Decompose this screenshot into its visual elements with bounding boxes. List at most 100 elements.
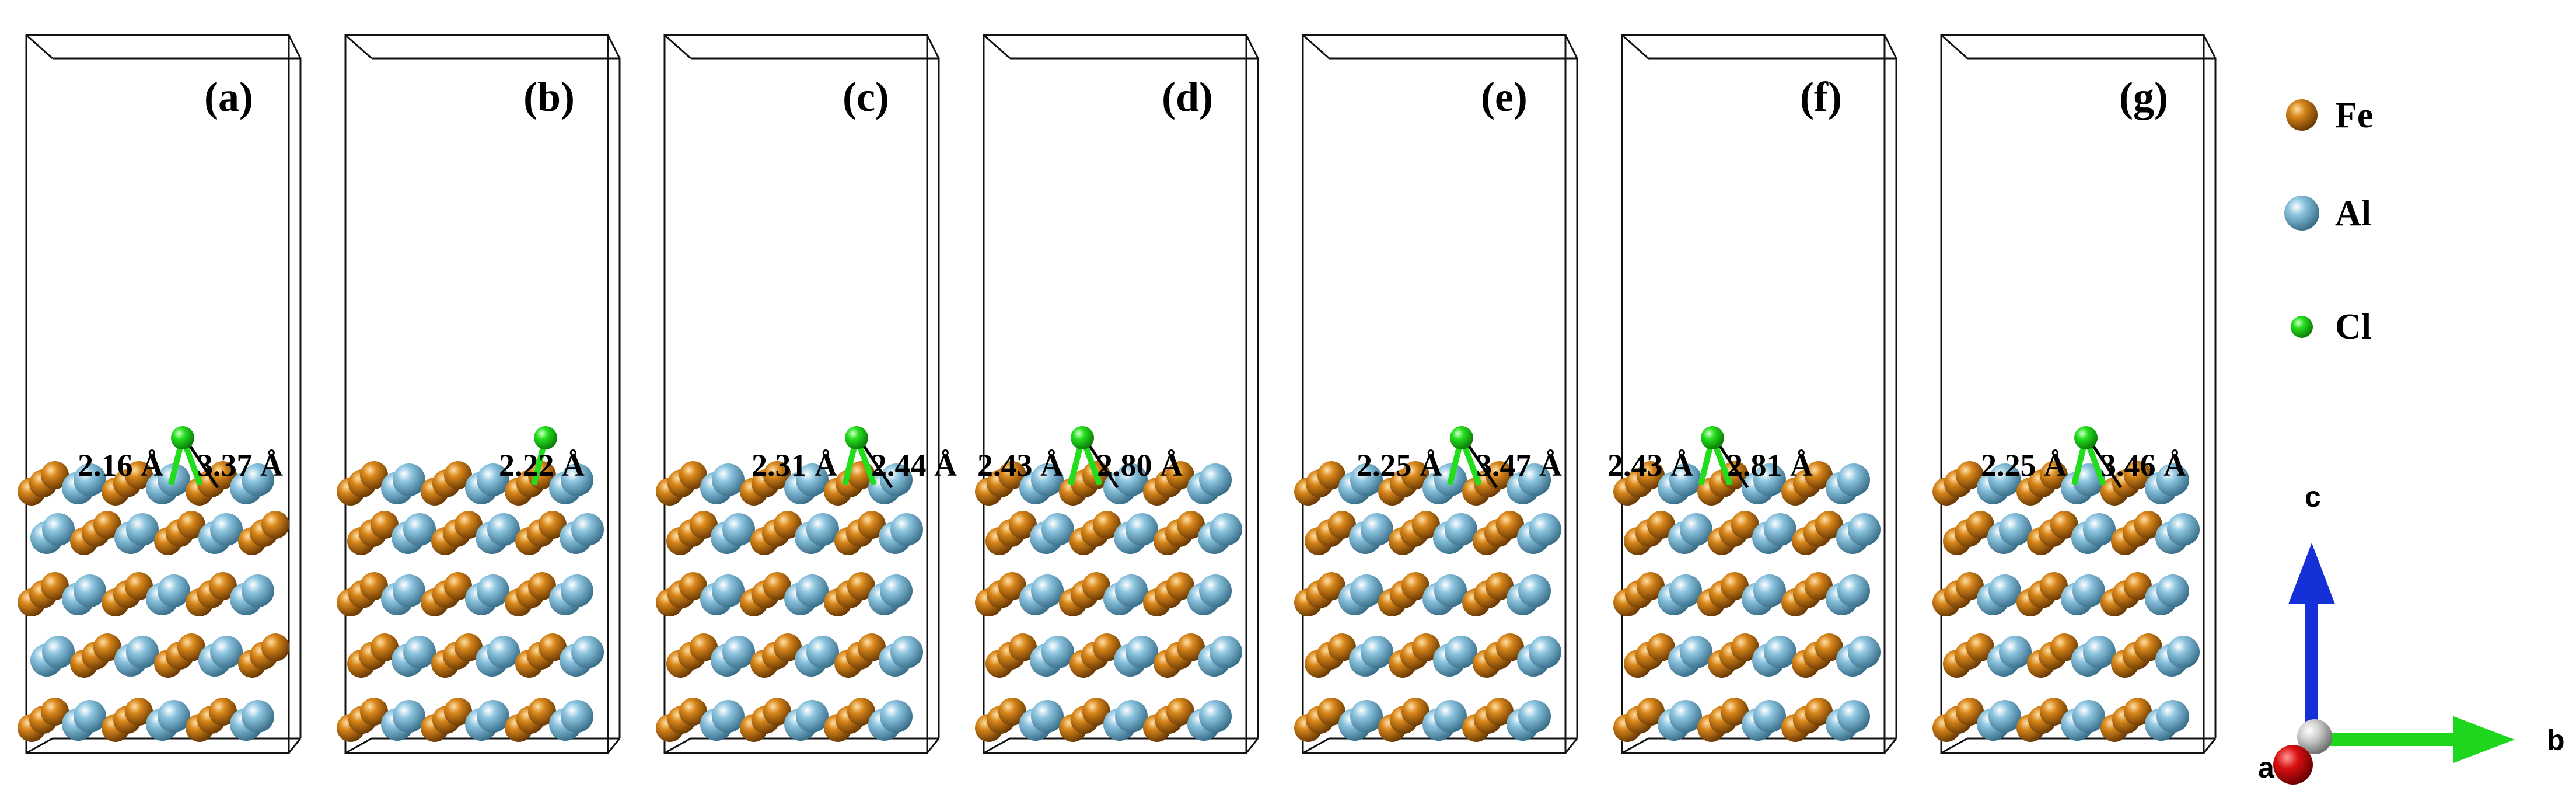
fe-atom xyxy=(1966,511,1994,539)
al-atom xyxy=(393,574,425,607)
axis-b-arrow xyxy=(2322,716,2515,763)
bond-distance-label: 3.46 Å xyxy=(2100,448,2186,483)
fe-atom xyxy=(1317,572,1345,600)
atom-layers xyxy=(1932,461,2200,742)
al-atom xyxy=(1753,700,1786,733)
al-atom xyxy=(1988,574,2021,607)
fe-atom xyxy=(2124,461,2152,489)
al-atom xyxy=(477,574,509,607)
al-atom xyxy=(796,463,829,496)
atom-layers xyxy=(1294,461,1561,742)
al-atom xyxy=(487,513,520,546)
cl-atom xyxy=(534,426,557,449)
al-atom xyxy=(210,636,243,668)
fe-atom xyxy=(1721,572,1749,600)
al-atom xyxy=(1680,513,1712,546)
al-atom xyxy=(1031,700,1064,733)
distance-marker xyxy=(2090,442,2123,489)
fe-atom xyxy=(847,698,875,726)
bond-distance-label: 2.31 Å xyxy=(752,448,837,483)
fe-atom xyxy=(360,698,388,726)
al-atom xyxy=(1848,513,1881,546)
fe-atom xyxy=(125,461,153,489)
al-atom xyxy=(806,513,839,546)
axis-c-label: c xyxy=(2305,480,2321,513)
axis-b-label: b xyxy=(2547,724,2565,757)
al-atom xyxy=(158,574,190,607)
fe-atom xyxy=(1637,572,1665,600)
panel-label: (e) xyxy=(1481,74,1528,120)
fe-atom xyxy=(444,461,472,489)
al-atom xyxy=(2167,636,2200,668)
fe-atom xyxy=(1637,698,1665,726)
al-atom xyxy=(2156,700,2189,733)
legend-item-fe: Fe xyxy=(2286,96,2373,135)
al-atom xyxy=(1999,513,2032,546)
al-atom xyxy=(1126,513,1158,546)
al-atom xyxy=(1350,574,1383,607)
al-atom xyxy=(890,636,923,668)
legend-item-al: Al xyxy=(2284,194,2371,234)
fe-atom xyxy=(209,572,237,600)
al-atom xyxy=(2156,574,2189,607)
fe-atom xyxy=(1328,633,1356,661)
fe-atom xyxy=(539,633,567,661)
bond-distance-label: 2.25 Å xyxy=(1357,448,1442,483)
bond-distance-label: 2.44 Å xyxy=(871,448,957,483)
fe-atom xyxy=(1815,511,1843,539)
fe-atom xyxy=(679,698,707,726)
fe-atom xyxy=(1401,461,1429,489)
al-atom xyxy=(74,463,106,496)
al-atom xyxy=(1518,574,1551,607)
al-atom xyxy=(126,636,159,668)
al-atom xyxy=(1199,463,1232,496)
al-atom xyxy=(403,513,436,546)
fe-atom xyxy=(1805,461,1833,489)
al-atom xyxy=(242,700,274,733)
cell-box-edges xyxy=(26,34,302,754)
al-atom xyxy=(477,700,509,733)
fe-atom xyxy=(1412,633,1440,661)
fe-atom xyxy=(1647,511,1675,539)
fe-atom xyxy=(2050,511,2078,539)
fe-atom xyxy=(455,633,483,661)
al-atom xyxy=(2156,463,2189,496)
al-atom xyxy=(1350,700,1383,733)
fe-atom xyxy=(41,572,69,600)
cell-box-back xyxy=(53,57,302,738)
al-atom xyxy=(722,636,755,668)
al-atom xyxy=(403,636,436,668)
fe-atom xyxy=(93,633,121,661)
fe-atom xyxy=(1082,572,1110,600)
fe-atom xyxy=(1647,633,1675,661)
fe-atom xyxy=(125,572,153,600)
fe-atom xyxy=(1317,461,1345,489)
fe-atom xyxy=(847,572,875,600)
fe-atom xyxy=(41,461,69,489)
al-atom xyxy=(1764,636,1796,668)
fe-atom xyxy=(2040,698,2068,726)
al-atom xyxy=(880,700,913,733)
cell-box-edges xyxy=(664,34,940,754)
cell-box-edges xyxy=(345,34,621,754)
al-atom xyxy=(1518,700,1551,733)
fe-atom xyxy=(261,511,289,539)
al-atom xyxy=(74,574,106,607)
cell-box-back xyxy=(1648,57,1897,738)
al-atom xyxy=(1361,636,1393,668)
al-atom xyxy=(880,463,913,496)
cell-box-edges xyxy=(1621,34,1897,754)
fe-atom xyxy=(858,511,886,539)
fe-atom xyxy=(2134,633,2162,661)
fe-atom xyxy=(1401,572,1429,600)
al-atom xyxy=(2072,700,2105,733)
bond-distance-label: 2.22 Å xyxy=(499,448,585,483)
al-atom xyxy=(1518,463,1551,496)
fe-atom xyxy=(763,461,791,489)
fe-atom xyxy=(360,572,388,600)
al-atom xyxy=(1837,700,1870,733)
fe-atom xyxy=(998,698,1026,726)
